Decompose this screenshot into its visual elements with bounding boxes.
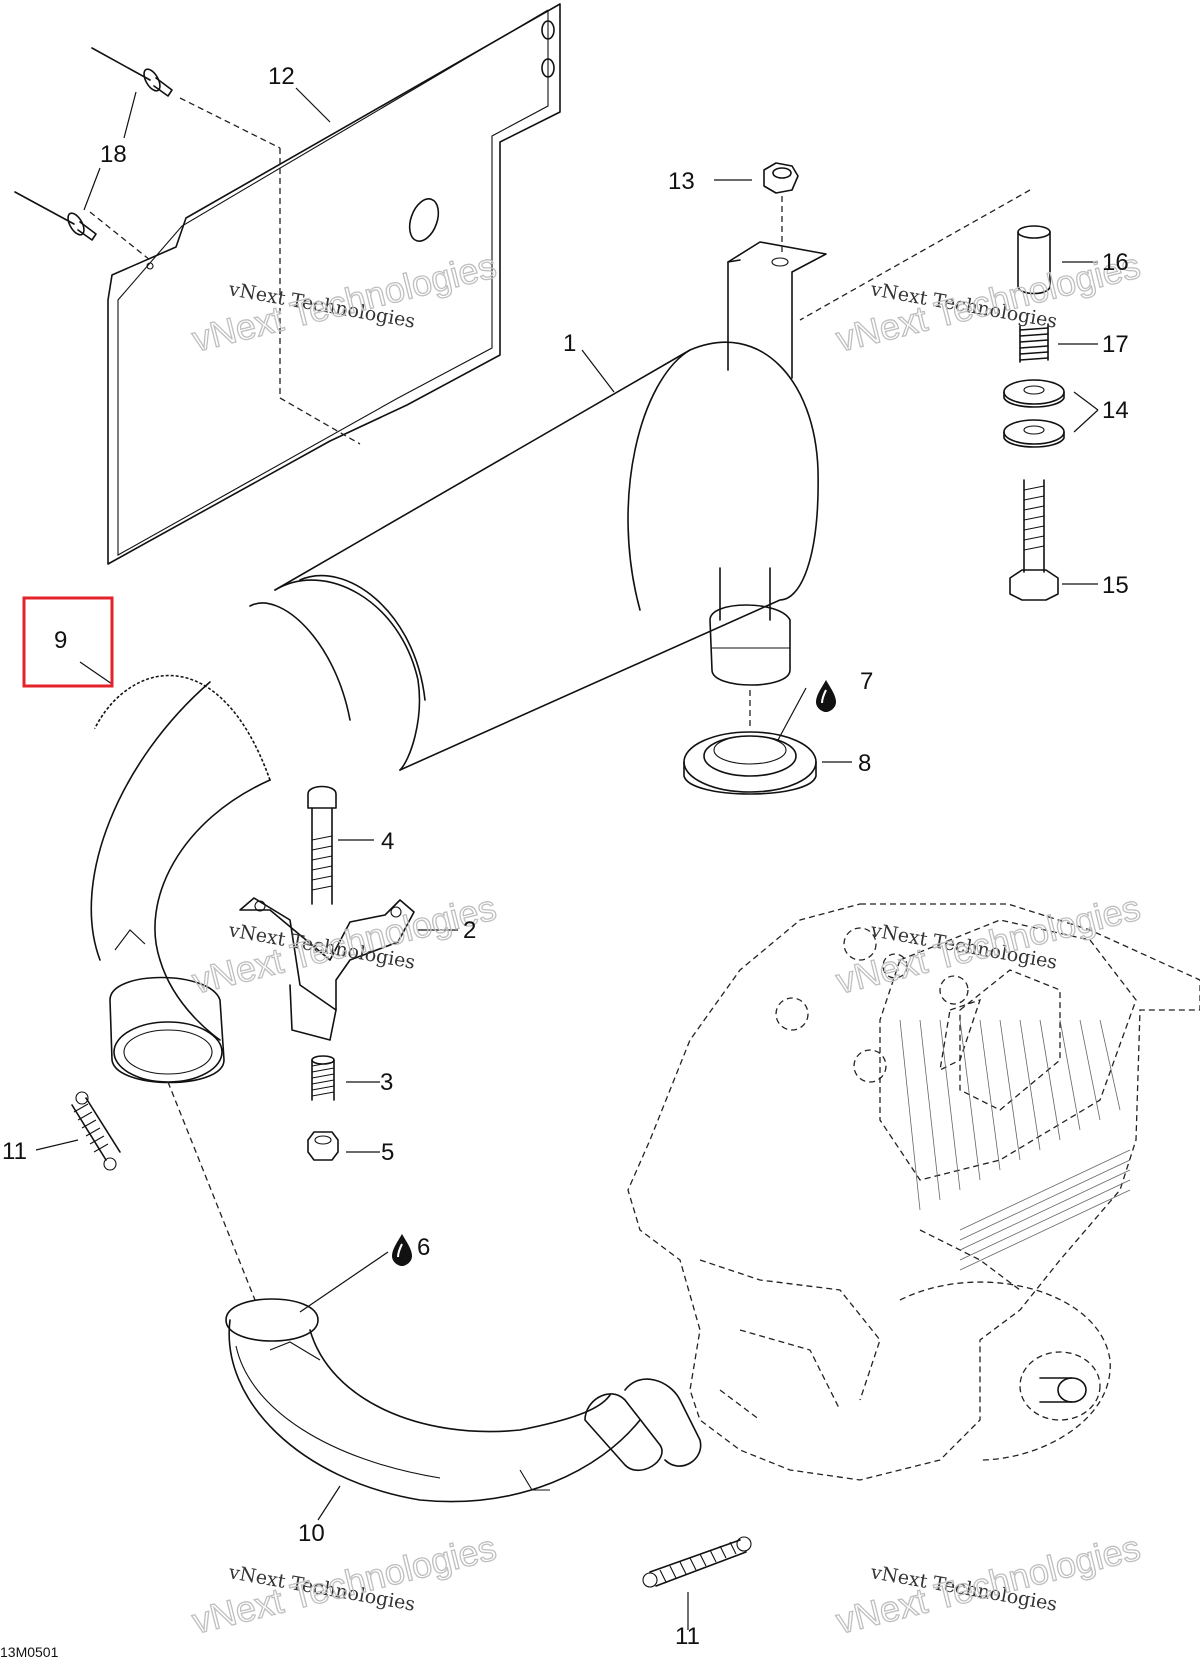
callout-14[interactable]: 14 <box>1102 397 1129 424</box>
sealant-icon-7 <box>816 680 836 712</box>
svg-text:vNext Technologies: vNext Technologies <box>832 887 1144 1002</box>
watermark-top-right: vNext Technologies vNext Technologies <box>831 244 1144 360</box>
highlight-box-part-9 <box>22 596 114 688</box>
rivet-part-18[interactable] <box>14 47 173 241</box>
grommet-part-8[interactable] <box>683 690 817 795</box>
callout-16[interactable]: 16 <box>1102 249 1129 276</box>
callout-18[interactable]: 18 <box>100 141 127 168</box>
spring-part-17[interactable] <box>1019 323 1049 363</box>
callout-3[interactable]: 3 <box>380 1069 393 1096</box>
muffler-part-1[interactable] <box>249 241 827 771</box>
watermark-bottom-right: vNext Technologies vNext Technologies <box>831 1526 1144 1642</box>
leader-lines <box>35 87 1099 1630</box>
callout-7[interactable]: 7 <box>860 668 873 695</box>
callout-4[interactable]: 4 <box>381 828 394 855</box>
spring-part-3[interactable] <box>311 1055 335 1101</box>
sealant-icon-6 <box>392 1234 412 1266</box>
callout-12[interactable]: 12 <box>268 63 295 90</box>
watermark-top-left: vNext Technologies vNext Technologies <box>187 244 500 360</box>
watermark-mid-right: vNext Technologies vNext Technologies <box>831 886 1144 1002</box>
bolt-part-4[interactable] <box>307 785 337 905</box>
callout-1[interactable]: 1 <box>563 330 576 357</box>
bracket-part-2[interactable] <box>239 897 415 1041</box>
callout-11-left[interactable]: 11 <box>2 1138 27 1165</box>
spring-part-11-left[interactable] <box>71 1091 121 1171</box>
spring-part-11-bottom[interactable] <box>642 1536 752 1588</box>
svg-text:vNext Technologies: vNext Technologies <box>832 245 1144 360</box>
svg-text:vNext Technologies: vNext Technologies <box>188 887 500 1002</box>
callout-11-bottom[interactable]: 11 <box>675 1623 700 1650</box>
diagram-code: 13M0501 <box>0 1644 59 1660</box>
spacer-part-16[interactable] <box>1017 225 1051 295</box>
callout-6[interactable]: 6 <box>417 1234 430 1261</box>
callout-9[interactable]: 9 <box>54 627 67 654</box>
callout-8[interactable]: 8 <box>858 750 871 777</box>
callout-10[interactable]: 10 <box>298 1520 325 1547</box>
callout-17[interactable]: 17 <box>1102 331 1129 358</box>
callout-13[interactable]: 13 <box>668 168 695 195</box>
muffler-elbow <box>90 681 271 1084</box>
nut-part-5[interactable] <box>307 1131 339 1161</box>
exhaust-pipe-part-10[interactable] <box>167 1081 702 1503</box>
spring-wire-part-9[interactable] <box>92 672 273 782</box>
svg-text:vNext Technologies: vNext Technologies <box>188 245 500 360</box>
bolt-part-15[interactable] <box>1009 479 1059 601</box>
heat-shield-part-12[interactable] <box>89 3 561 565</box>
callout-15[interactable]: 15 <box>1102 572 1129 599</box>
watermark-mid-left: vNext Technologies vNext Technologies <box>187 886 500 1002</box>
nut-part-13[interactable] <box>763 162 799 255</box>
callout-2[interactable]: 2 <box>463 917 476 944</box>
washer-part-14[interactable] <box>1003 379 1065 448</box>
callout-5[interactable]: 5 <box>381 1139 394 1166</box>
engine-outline <box>627 903 1200 1481</box>
watermark-bottom-left: vNext Technologies vNext Technologies <box>187 1526 500 1642</box>
